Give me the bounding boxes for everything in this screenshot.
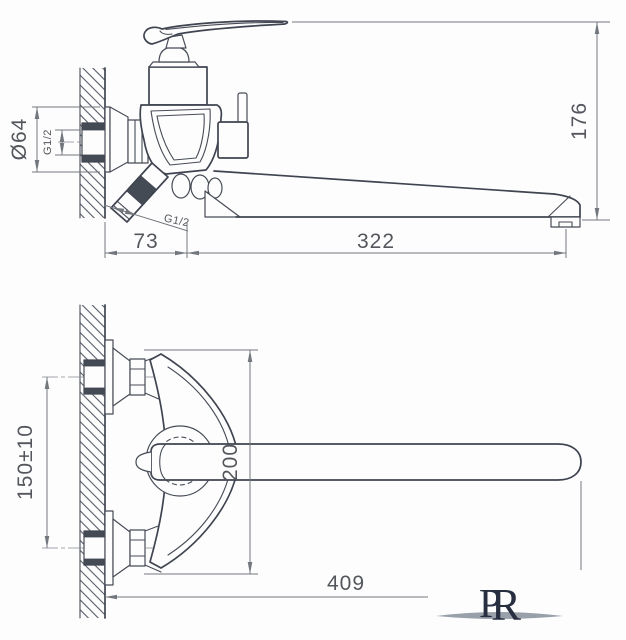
- spout-side: [213, 170, 581, 228]
- plan-connector-bottom: [83, 510, 162, 586]
- dim-flange-diameter: Ø64: [8, 106, 100, 173]
- dim-label-height: 176: [568, 102, 591, 140]
- dim-body-depth-200: 200: [144, 349, 258, 575]
- dim-centers-150: 150±10: [14, 377, 50, 548]
- shower-outlet: [110, 162, 169, 223]
- plan-spout: [135, 443, 582, 481]
- plan-view: 150±10 200 409: [14, 304, 582, 619]
- dim-spout-reach-322: 322: [187, 229, 567, 258]
- label-shower-thread: G1/2: [103, 204, 191, 232]
- dim-label-flange-diameter: Ø64: [8, 118, 31, 161]
- dim-label-body-depth: 200: [219, 443, 242, 481]
- dim-label-shower-thread: G1/2: [163, 213, 191, 230]
- dim-label-wall-offset: 73: [133, 230, 158, 253]
- spout-mount: [171, 173, 241, 218]
- dim-label-spout-reach: 322: [357, 230, 395, 253]
- logo-letter-p: P: [479, 580, 502, 626]
- body-shield: [139, 104, 223, 175]
- logo-swoosh: [436, 612, 563, 619]
- faucet-body-side: [139, 34, 223, 175]
- plan-connector-top: [83, 339, 162, 415]
- cartridge-housing: [148, 66, 208, 106]
- handle-lever: [143, 20, 289, 45]
- dim-overall-reach-409: 409: [105, 481, 582, 600]
- wall-section-plan: [79, 304, 106, 619]
- dim-wall-offset-73: 73: [104, 222, 188, 258]
- logo-letter-r: R: [491, 580, 521, 630]
- side-view: Ø64 G1/2 G1/2 73: [8, 20, 610, 258]
- dim-height-176: 176: [292, 21, 610, 221]
- dim-label-inlet-centers: 150±10: [14, 424, 37, 500]
- dim-label-overall-reach: 409: [327, 572, 365, 595]
- diverter-knob: [217, 92, 249, 159]
- brand-logo: P R: [436, 580, 563, 630]
- dim-label-inlet-thread: G1/2: [42, 129, 54, 155]
- dim-inlet-thread: G1/2: [42, 129, 80, 156]
